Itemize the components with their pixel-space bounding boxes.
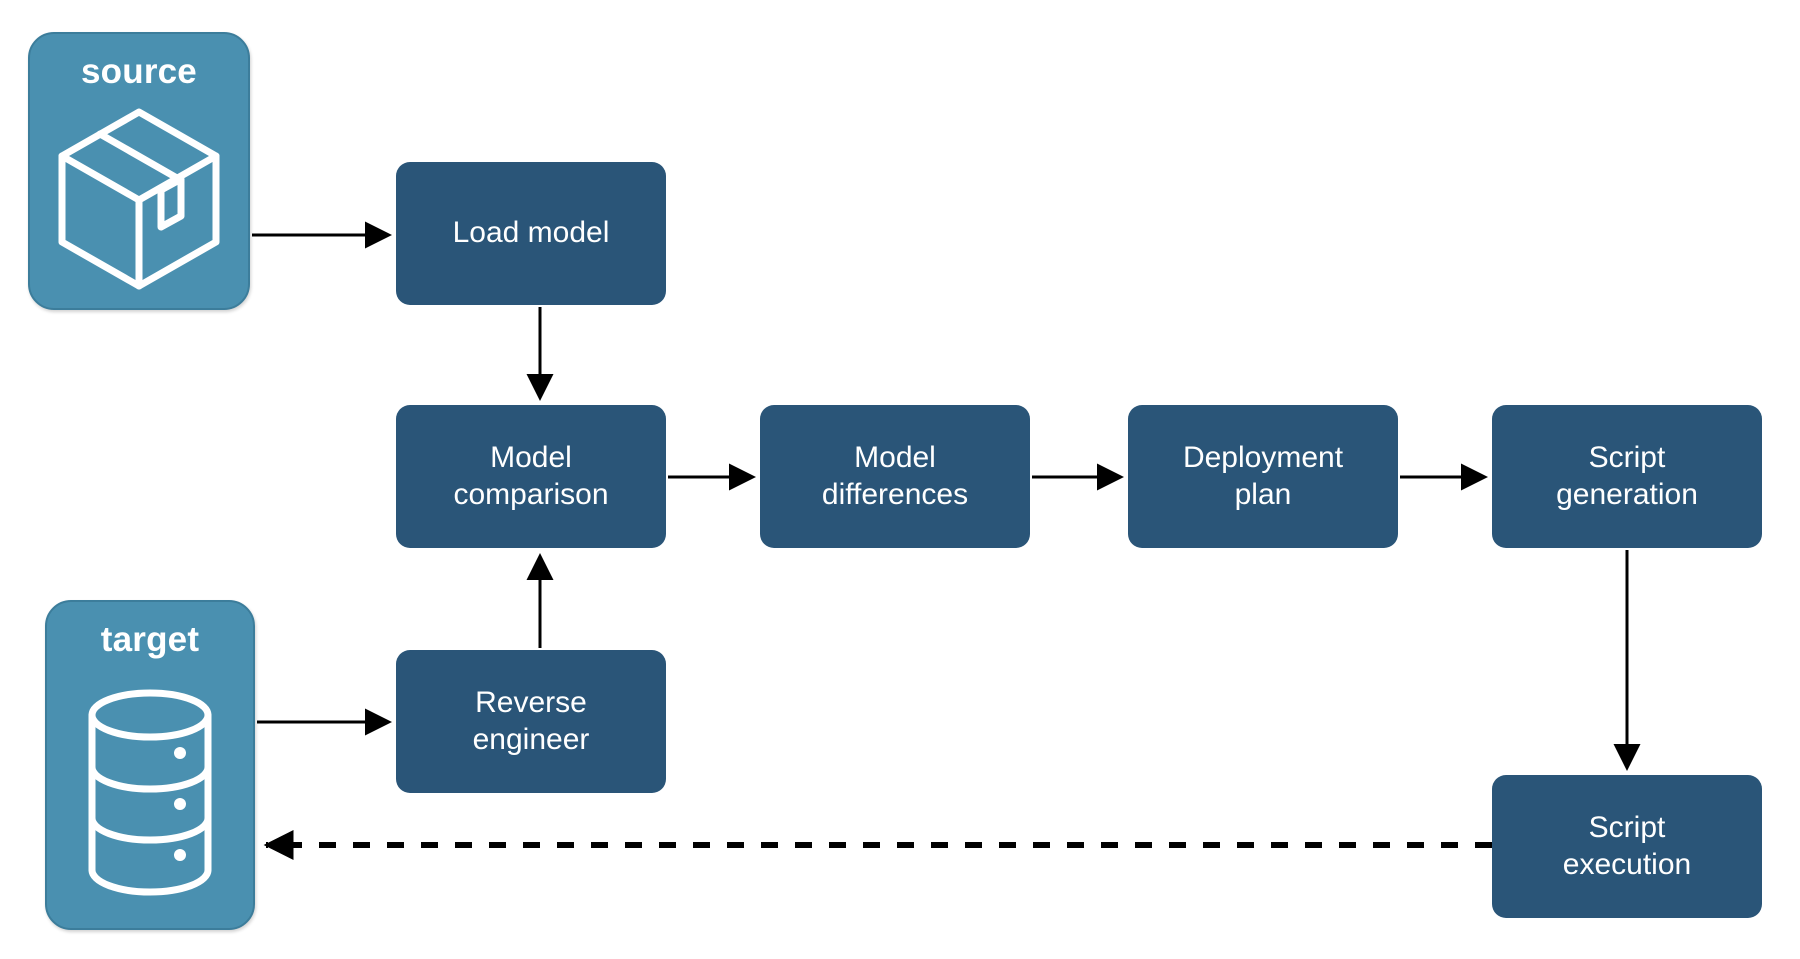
endpoint-source[interactable]: source [28, 32, 250, 310]
endpoint-target-label: target [100, 620, 200, 659]
process-script-execution[interactable]: Script execution [1492, 775, 1762, 918]
process-script-generation[interactable]: Script generation [1492, 405, 1762, 548]
process-load-model-label: Load model [452, 216, 610, 250]
endpoint-target[interactable]: target [45, 600, 255, 930]
process-model-differences-label: Model differences [821, 440, 969, 511]
process-script-execution-label: Script execution [1562, 810, 1692, 881]
process-deployment-plan[interactable]: Deployment plan [1128, 405, 1398, 548]
process-model-differences[interactable]: Model differences [760, 405, 1030, 548]
process-reverse-engineer-label: Reverse engineer [472, 685, 590, 756]
process-reverse-engineer[interactable]: Reverse engineer [396, 650, 666, 793]
process-load-model[interactable]: Load model [396, 162, 666, 305]
process-model-comparison[interactable]: Model comparison [396, 405, 666, 548]
package-box-icon [30, 89, 248, 308]
process-script-generation-label: Script generation [1556, 440, 1698, 511]
process-deployment-plan-label: Deployment plan [1182, 440, 1344, 511]
endpoint-source-label: source [81, 52, 197, 91]
process-model-comparison-label: Model comparison [453, 440, 609, 511]
database-cylinder-icon [47, 657, 253, 928]
